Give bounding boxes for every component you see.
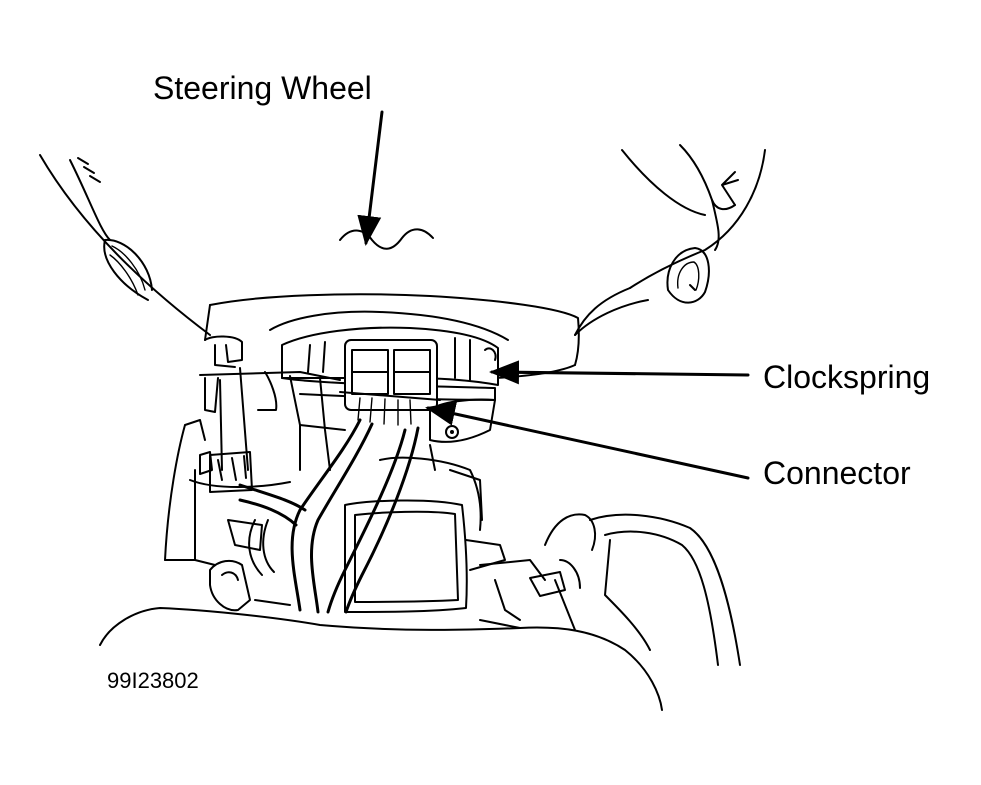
clockspring-arrow: [489, 360, 750, 385]
wiring-harness: [238, 418, 420, 614]
steering-wheel-rim-right: [574, 144, 766, 336]
connector: [339, 339, 441, 426]
wheel-break-line: [339, 228, 434, 250]
column-body: [344, 444, 597, 621]
figure-id-label: 99I23802: [107, 668, 199, 693]
lower-brackets: [194, 519, 291, 612]
clockspring-label: Clockspring: [763, 359, 931, 395]
steering-wheel-arrow: [357, 110, 384, 246]
steering-wheel-rim-left: [39, 154, 211, 336]
steering-wheel-label: Steering Wheel: [153, 70, 372, 106]
connector-arrow: [425, 402, 750, 480]
connector-label: Connector: [763, 455, 911, 491]
dash-panel: [99, 513, 741, 711]
